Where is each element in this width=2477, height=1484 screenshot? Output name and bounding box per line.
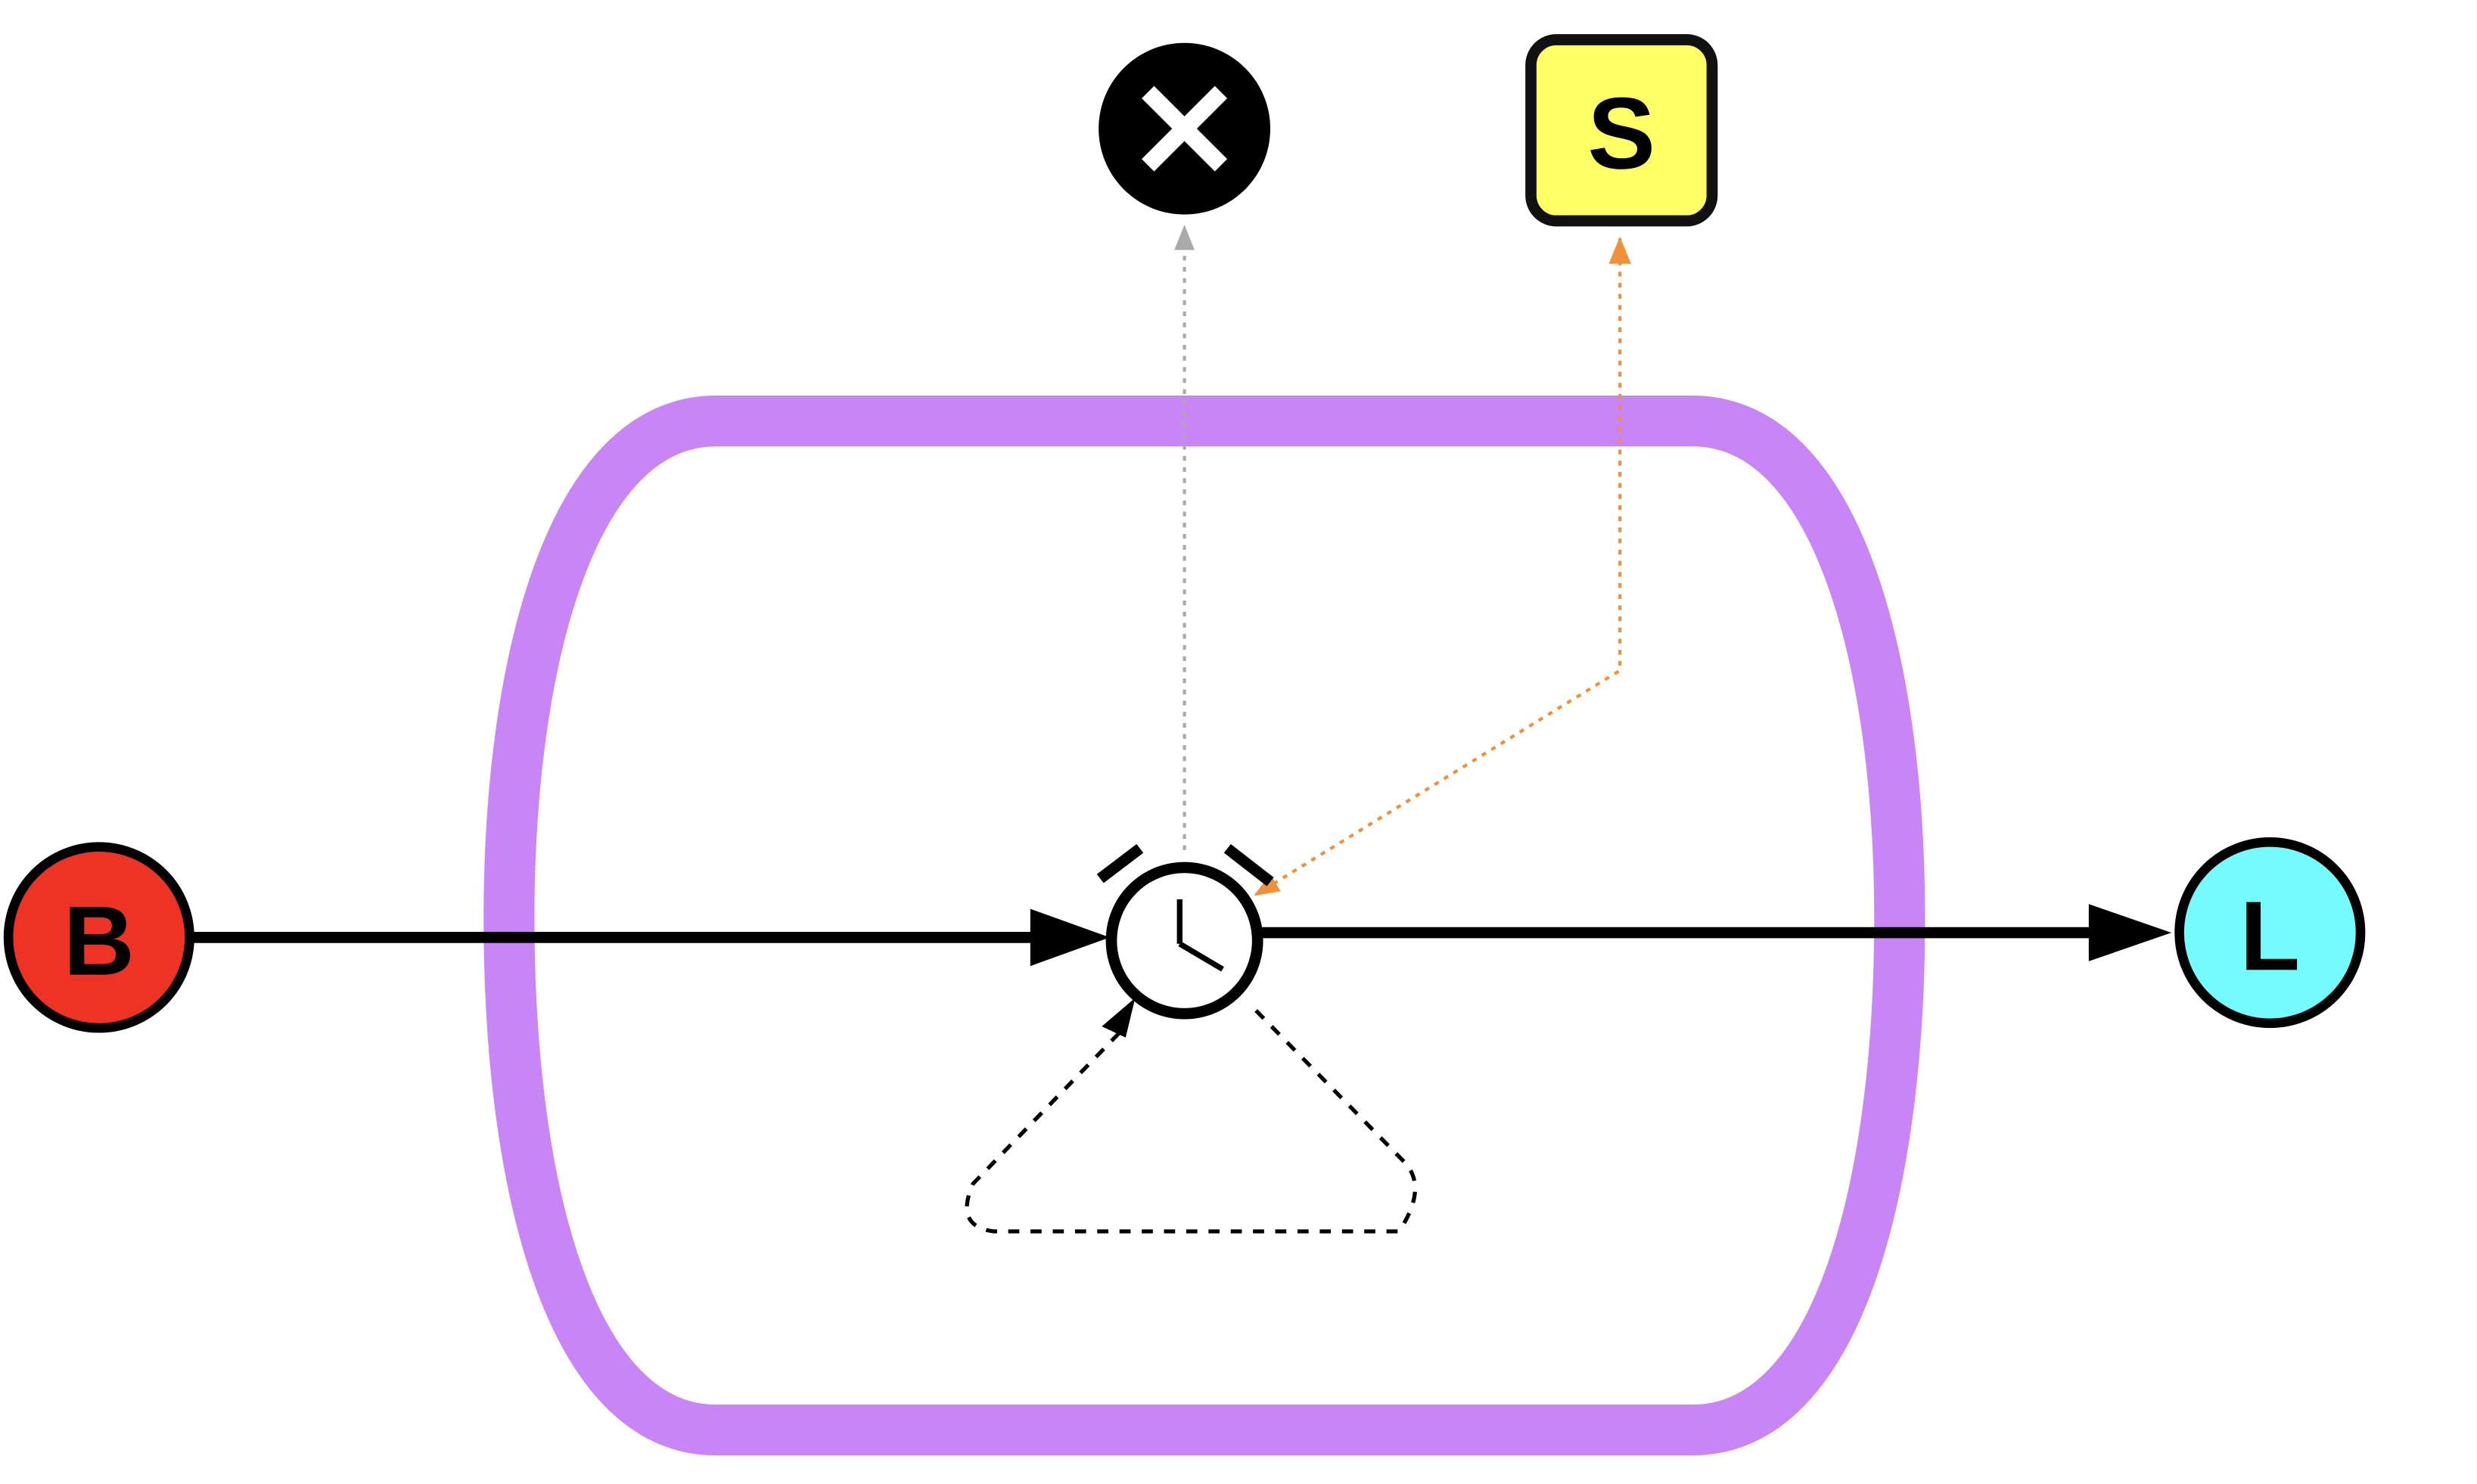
timer-loop-arrowhead	[1102, 998, 1136, 1038]
start-node[interactable]: B	[3, 842, 194, 1033]
start-node-label: B	[64, 886, 135, 996]
flow-arrowhead-to-timer	[1030, 908, 1110, 967]
signal-link-arrowhead-top	[1608, 236, 1631, 264]
end-node[interactable]: L	[2174, 837, 2366, 1029]
cancel-node[interactable]	[1099, 42, 1271, 215]
signal-node[interactable]: S	[1525, 34, 1718, 227]
flow-arrowhead-to-end	[2088, 904, 2172, 961]
close-icon	[1142, 85, 1228, 172]
timer-loop-edge	[965, 1009, 1418, 1234]
signal-node-label: S	[1587, 76, 1655, 190]
signal-link-edge	[1254, 238, 1622, 896]
end-node-label: L	[2240, 880, 2301, 991]
alarm-clock-icon[interactable]	[1096, 843, 1274, 1020]
subprocess-container	[483, 396, 1925, 1456]
